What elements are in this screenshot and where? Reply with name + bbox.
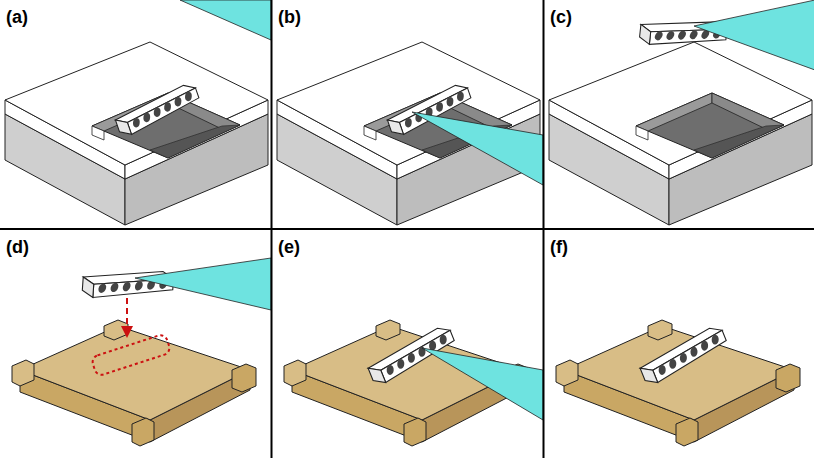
panel-label: (c): [550, 8, 572, 26]
panel-label: (b): [278, 8, 301, 26]
panel-label: (e): [278, 238, 300, 256]
panel-label: (f): [550, 238, 568, 256]
panel-label: (a): [6, 8, 28, 26]
panel-label: (d): [6, 238, 29, 256]
